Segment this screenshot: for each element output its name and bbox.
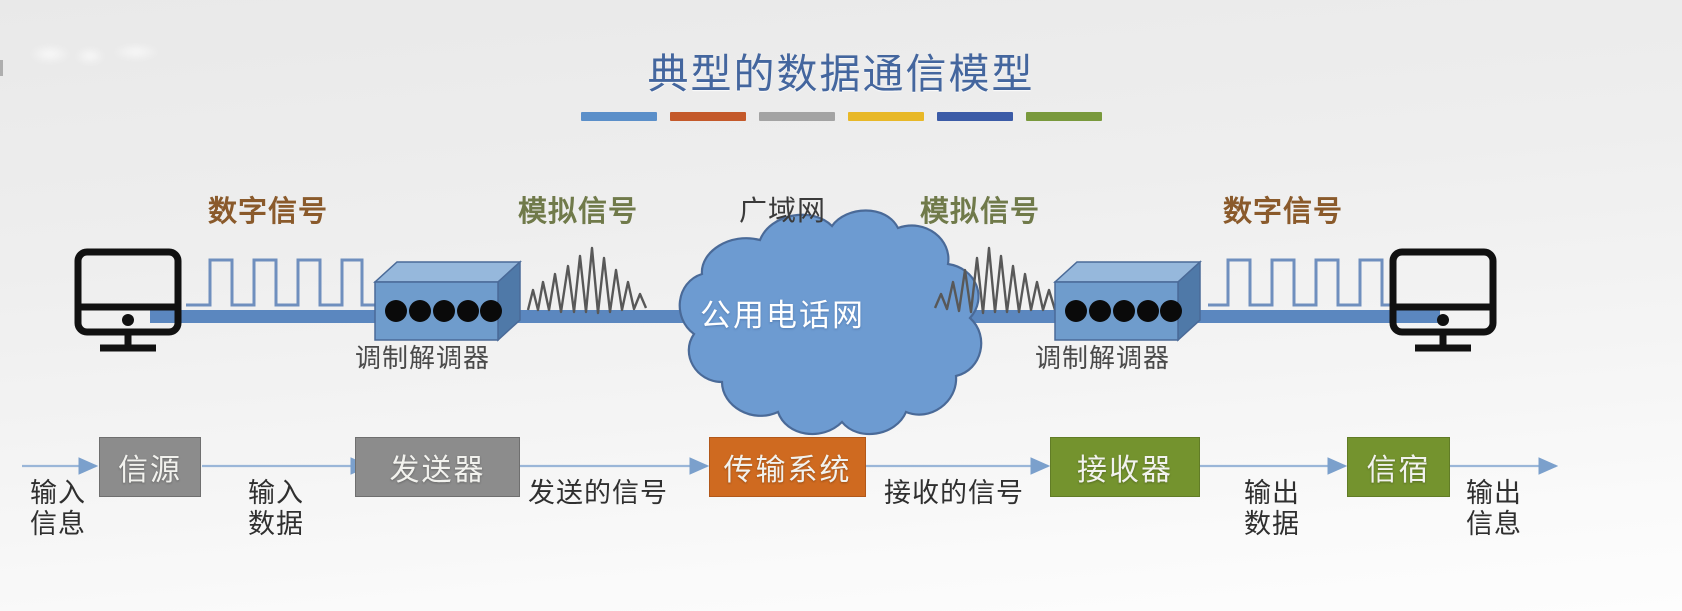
note-transmitted-signal: 发送的信号 [528,478,668,508]
cloud-public-telephone-network [678,209,983,436]
note-output-data: 输出 数据 [1236,478,1308,540]
accent-bar-blue [580,112,657,121]
accent-bar-green [1025,112,1102,121]
accent-bar-orange [669,112,746,121]
computer-left-icon [74,248,182,352]
communication-topology-graphic [74,209,1497,436]
modem-right-icon [1053,260,1202,342]
flow-box-transmitter-label: 发送器 [389,454,486,487]
wire-computer-to-modem-left [150,310,400,323]
flow-diagram-arrows [22,457,1559,475]
accent-bar-yellow [847,112,924,121]
flow-box-sink[interactable]: 信宿 [1347,437,1450,497]
accent-bar-darkblue [936,112,1013,121]
modem-left-icon [373,260,522,342]
label-analog-signal-right: 模拟信号 [920,196,1041,228]
left-edge-marker [0,60,3,76]
note-output-data-line2: 数据 [1244,508,1300,539]
note-received-signal: 接收的信号 [884,478,1024,508]
wire-modem-right-to-computer [1180,310,1440,323]
note-input-data: 输入 数据 [240,478,312,540]
label-digital-signal-right: 数字信号 [1223,196,1344,228]
note-input-data-line1: 输入 [248,478,304,508]
note-output-information-line2: 信息 [1466,508,1522,539]
computer-right-power-dot [1437,314,1449,326]
label-digital-signal-left: 数字信号 [208,196,329,228]
label-wan: 广域网 [739,196,827,227]
blurred-watermark [28,38,168,72]
flow-box-transmission-system-label: 传输系统 [723,454,852,487]
note-input-information-line2: 信息 [30,508,86,539]
flow-box-source[interactable]: 信源 [99,437,201,497]
computer-left-power-dot [122,314,134,326]
note-input-information-line1: 输入 [30,478,86,508]
flow-box-transmission-system[interactable]: 传输系统 [709,437,866,497]
cloud-label-public-telephone-network: 公用电话网 [700,298,865,333]
accent-bar-row [0,112,1682,121]
analog-waveform-right [933,246,1057,315]
wire-modem-left-to-cloud [498,310,713,323]
note-output-information: 输出 信息 [1458,478,1530,540]
flow-box-receiver-label: 接收器 [1077,454,1173,487]
note-input-data-line2: 数据 [248,508,304,539]
analog-waveform-left [526,246,648,315]
digital-waveform-right [1208,258,1400,307]
label-modem-left: 调制解调器 [355,344,491,373]
digital-waveform-left [186,258,380,307]
flow-box-receiver[interactable]: 接收器 [1050,437,1200,497]
note-output-information-line1: 输出 [1466,478,1522,508]
accent-bar-gray [758,112,835,121]
flow-box-source-label: 信源 [118,454,182,487]
note-output-data-line1: 输出 [1244,478,1300,508]
computer-right-icon [1389,248,1497,352]
flow-box-sink-label: 信宿 [1366,454,1431,487]
flow-box-transmitter[interactable]: 发送器 [355,437,520,497]
label-modem-right: 调制解调器 [1035,344,1171,373]
note-input-information: 输入 信息 [22,478,94,540]
page-title: 典型的数据通信模型 [647,51,1035,97]
label-analog-signal-left: 模拟信号 [518,196,639,228]
